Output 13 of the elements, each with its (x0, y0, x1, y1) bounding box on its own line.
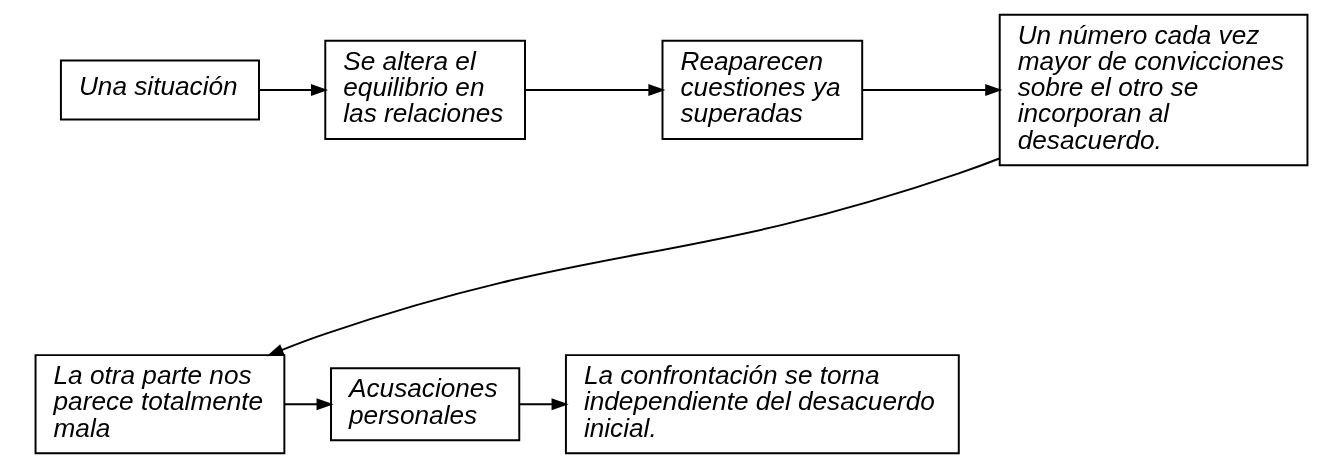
arrow (518, 398, 569, 411)
arrow (258, 84, 328, 96)
arrow (524, 84, 666, 96)
node-box: La otra parte nos parece totalmente mala (34, 354, 286, 455)
arrow (861, 84, 1003, 96)
node-box: La confrontación se torna independiente del desacuerdo inicial. (564, 354, 960, 455)
node-box: Un número cada vez mayor de convicciones sobre el otro se incorporan al desacuerdo. (998, 13, 1309, 167)
arrow (266, 157, 1001, 357)
node-box: Acusaciones personales (330, 367, 521, 442)
arrow (283, 398, 334, 411)
node-box: Se altera el equilibrio en las relaciones (324, 39, 526, 141)
node-box: Una situación (59, 59, 260, 121)
node-box: Reaparecen cuestiones ya superadas (661, 39, 864, 141)
